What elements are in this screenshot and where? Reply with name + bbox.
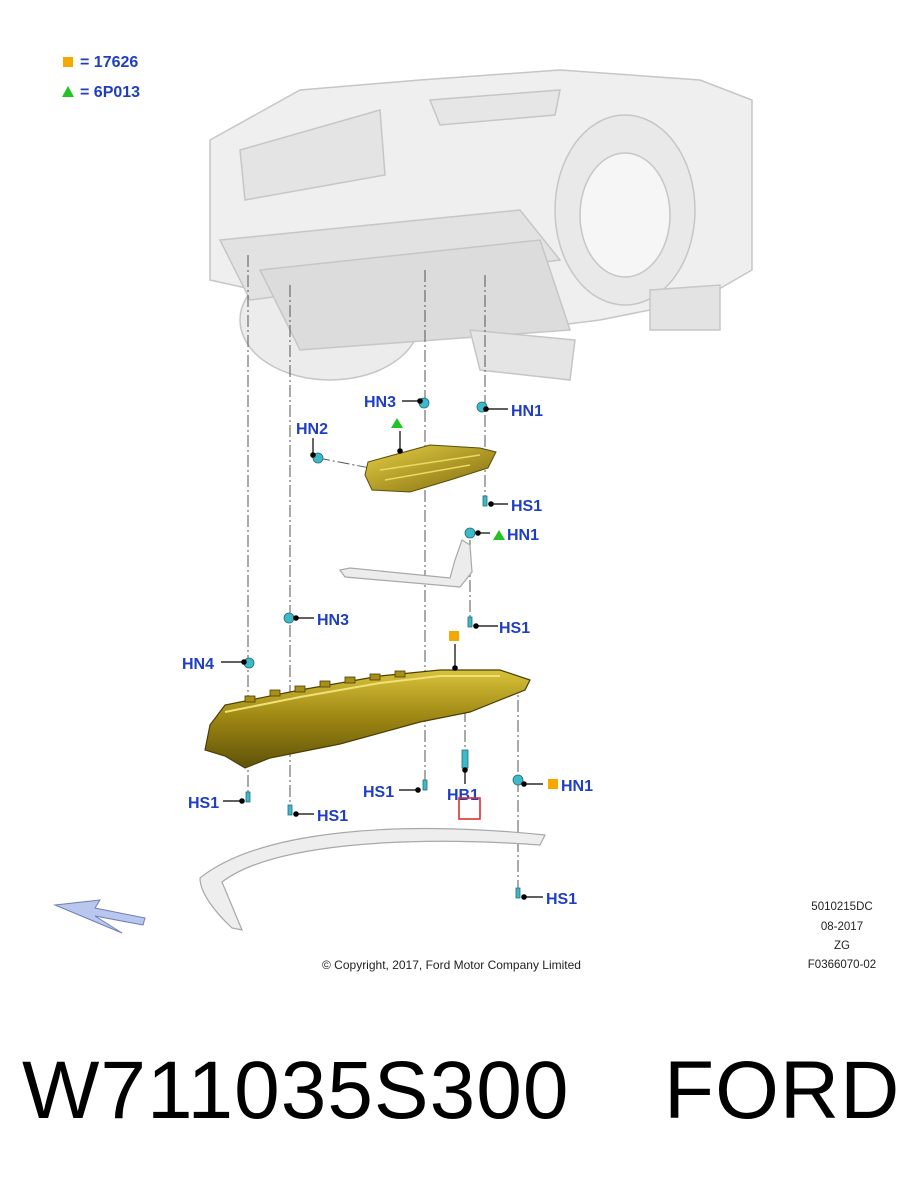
lower-shield-tabs: [244, 670, 406, 703]
callout-labels: HN3 HN1 HN2 HS1 HN1 HS1 HN3 HN4 HS1 HS1 …: [182, 394, 593, 908]
parts-diagram: = 17626 = 6P013: [53, 54, 876, 972]
front-direction-arrow-icon: [53, 899, 146, 934]
front-lip-spoiler: [199, 828, 546, 931]
support-bracket: [338, 539, 473, 588]
screw-hs1-d: [422, 779, 428, 791]
highlighted-part-box: [458, 797, 481, 820]
label-hb1: HB1: [447, 787, 479, 804]
label-hs1-c: HS1: [317, 808, 348, 825]
screw-hs1-left: [245, 791, 251, 803]
hn1-17626-marker-icon: [548, 779, 558, 789]
bolt-hb1: [461, 749, 469, 769]
legend-triangle-icon: [62, 86, 74, 97]
label-hn1-mid: HN1: [507, 527, 539, 544]
label-hs1-bottom: HS1: [546, 891, 577, 908]
lower-shield-17626-marker-icon: [449, 631, 459, 641]
label-hs1-d: HS1: [363, 784, 394, 801]
label-hn1-top: HN1: [511, 403, 543, 420]
screw-hs1-c: [287, 804, 293, 816]
legend-square-icon: [63, 57, 73, 67]
upper-shield-ribs: [379, 454, 481, 481]
legend: = 17626 = 6P013: [62, 54, 140, 101]
upper-shield-6p013-marker-icon: [391, 418, 403, 428]
hn1-6p013-marker-icon: [493, 530, 505, 540]
clip-hn3-mid: [283, 612, 295, 624]
label-hs1-a: HS1: [511, 498, 542, 515]
drawing-meta: 5010215DC 08-2017 ZG F0366070-02: [808, 901, 876, 971]
label-hn4: HN4: [182, 656, 214, 673]
vehicle-front-illustration: [209, 69, 753, 381]
meta-date: 08-2017: [821, 921, 863, 933]
screw-hs1-bottom: [515, 887, 521, 899]
meta-zg: ZG: [834, 940, 850, 952]
label-hn1-low: HN1: [561, 778, 593, 795]
legend-item-6p013: = 6P013: [80, 84, 140, 101]
meta-code: 5010215DC: [811, 901, 872, 913]
clip-hn1-mid: [464, 527, 476, 539]
label-hn3-top: HN3: [364, 394, 396, 411]
callout-leaders: [221, 398, 543, 900]
upper-splash-shield: [364, 444, 497, 493]
lower-shield-highlight: [224, 675, 500, 713]
legend-item-17626: = 17626: [80, 54, 138, 71]
label-hn2: HN2: [296, 421, 328, 438]
brand-name: FORD: [664, 1045, 901, 1136]
copyright-text: © Copyright, 2017, Ford Motor Company Li…: [322, 958, 581, 972]
screw-hs1-b: [467, 616, 473, 628]
fasteners: [243, 397, 524, 899]
meta-figure: F0366070-02: [808, 959, 876, 971]
label-hs1-b: HS1: [499, 620, 530, 637]
label-hn3-mid: HN3: [317, 612, 349, 629]
lower-splash-shield: [204, 669, 531, 769]
label-hs1-left: HS1: [188, 795, 219, 812]
part-number: W711035S300: [22, 1045, 570, 1136]
screw-hs1-a: [482, 495, 488, 507]
clip-hn1-low: [512, 774, 524, 786]
